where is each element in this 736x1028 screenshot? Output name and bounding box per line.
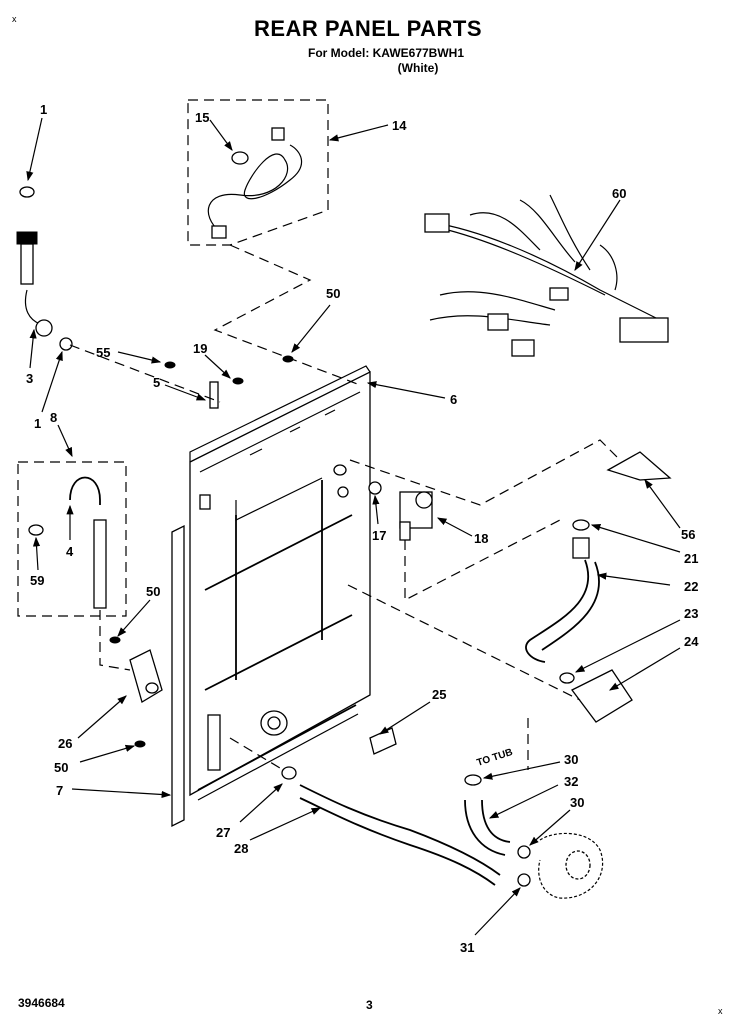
callout-50a: 50: [326, 286, 340, 301]
callout-6: 6: [450, 392, 457, 407]
callout-labels: 1 3 1 8 4 59 15 14 60 50 55 19 5 6 56 21…: [26, 102, 699, 955]
water-valve: [399, 491, 433, 541]
callout-18: 18: [474, 531, 488, 546]
callout-14: 14: [392, 118, 407, 133]
small-hardware: [109, 355, 382, 748]
callout-23: 23: [684, 606, 698, 621]
callout-50b: 50: [146, 584, 160, 599]
callout-8: 8: [50, 410, 57, 425]
callout-55: 55: [96, 345, 110, 360]
callout-1a: 1: [40, 102, 47, 117]
document-number: 3946684: [18, 996, 65, 1010]
hose-cover: [571, 669, 633, 723]
page-title: REAR PANEL PARTS: [253, 16, 483, 41]
callout-4: 4: [66, 544, 74, 559]
callout-7: 7: [56, 783, 63, 798]
callout-22: 22: [684, 579, 698, 594]
routing-lines: [69, 244, 621, 770]
callout-27: 27: [216, 825, 230, 840]
callout-19: 19: [193, 341, 207, 356]
callout-50c: 50: [54, 760, 68, 775]
callout-60: 60: [612, 186, 626, 201]
drain-hose-assembly: [281, 766, 604, 899]
callout-15: 15: [195, 110, 209, 125]
page-number: 3: [366, 998, 373, 1012]
drain-hose-kit: [28, 476, 107, 609]
corner-mark-bottom-right: x: [718, 1006, 723, 1016]
drain-hose-kit-group-box: [17, 461, 127, 617]
drain-hose-clip-bracket: [129, 649, 163, 703]
wire-harness: [424, 194, 669, 357]
callout-30b: 30: [570, 795, 584, 810]
leader-lines: [26, 117, 681, 936]
callout-25: 25: [432, 687, 446, 702]
callout-17: 17: [372, 528, 386, 543]
corner-mark-top-left: x: [12, 14, 17, 24]
fill-hose: [525, 519, 600, 684]
callout-3: 3: [26, 371, 33, 386]
callout-32: 32: [564, 774, 578, 789]
model-line: For Model: KAWE677BWH1: [307, 46, 464, 60]
power-cord: [207, 127, 303, 239]
callout-59: 59: [30, 573, 44, 588]
callout-26: 26: [58, 736, 72, 751]
color-line: (White): [397, 61, 439, 75]
callout-31: 31: [460, 940, 474, 955]
callout-5: 5: [153, 375, 160, 390]
left-side-strip: [171, 524, 185, 828]
hose-bracket: [606, 451, 672, 481]
water-inlet-parts: [16, 186, 73, 351]
callout-30a: 30: [564, 752, 578, 767]
rear-panel: [189, 365, 371, 801]
callout-56: 56: [681, 527, 695, 542]
power-cord-group-box: [187, 99, 329, 246]
callout-28: 28: [234, 841, 248, 856]
to-tub-annotation: TO TUB: [476, 747, 515, 769]
callout-21: 21: [684, 551, 698, 566]
callout-24: 24: [684, 634, 699, 649]
callout-1b: 1: [34, 416, 41, 431]
